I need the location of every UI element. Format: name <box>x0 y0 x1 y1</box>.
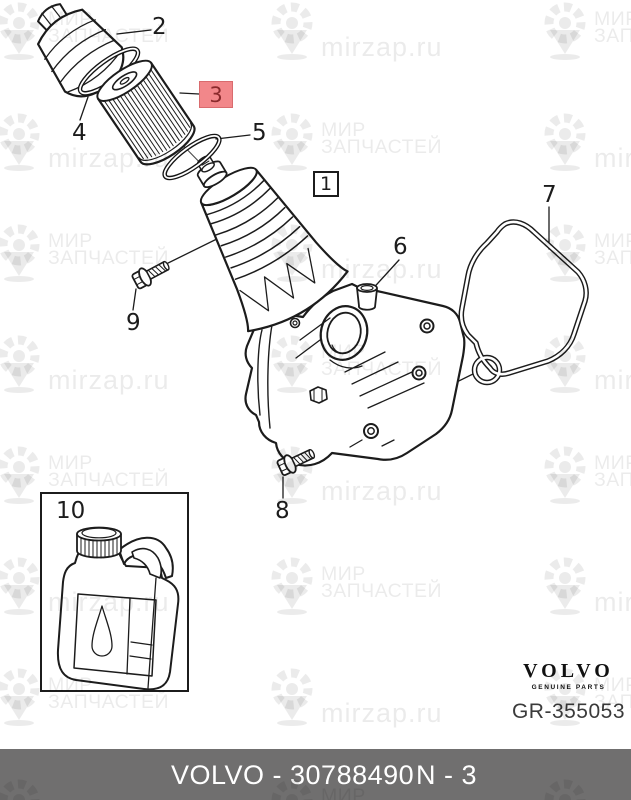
footer-revision: N - 3 <box>416 760 478 790</box>
housing-barrel-drawing <box>196 155 349 333</box>
callout-5: 5 <box>252 120 267 146</box>
callout-3-highlighted: 3 <box>199 81 233 108</box>
callout-4: 4 <box>72 120 87 146</box>
callout-9: 9 <box>126 310 141 336</box>
oil-filter-drawing <box>96 59 196 166</box>
callout-7: 7 <box>542 182 557 208</box>
genuine-parts-tagline: GENUINE PARTS <box>531 684 606 691</box>
graphic-code: GR-355053 <box>511 700 626 723</box>
callout-1-boxed: 1 <box>313 171 339 197</box>
volvo-logo: VOLVO <box>523 660 614 682</box>
callout-8: 8 <box>275 498 290 524</box>
exploded-parts-drawing <box>36 3 589 691</box>
callout-6: 6 <box>393 234 408 260</box>
filter-cap-drawing <box>36 3 125 98</box>
gasket-drawing <box>458 219 589 386</box>
footer-part-number: VOLVO - 30788490 <box>171 760 415 790</box>
brand-block: VOLVO GENUINE PARTS GR-355053 <box>506 660 631 724</box>
callout-10: 10 <box>56 498 86 524</box>
o-ring-5-drawing <box>162 133 222 181</box>
reference-box-10 <box>40 492 189 692</box>
bolt-9-drawing <box>129 255 174 292</box>
footer-bar: VOLVO - 30788490 N - 3 <box>0 749 631 800</box>
oil-jug-drawing <box>56 526 180 691</box>
callout-2: 2 <box>152 14 167 40</box>
